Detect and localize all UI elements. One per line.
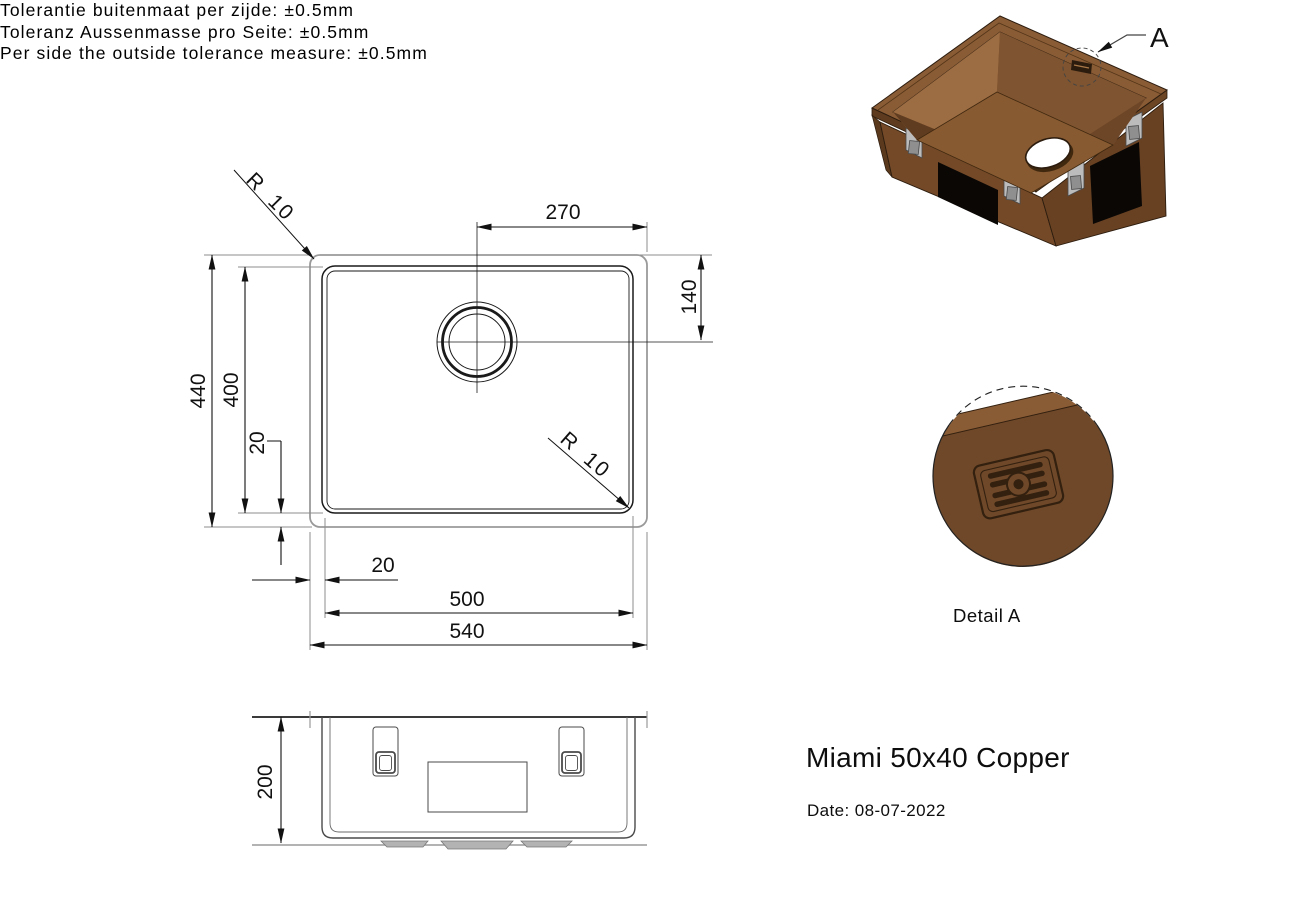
dimension-20-bottom-value: 20 — [371, 554, 394, 577]
detail-view-label: Detail A — [953, 605, 1021, 626]
iso-view: A — [871, 15, 1169, 247]
tolerance-line-en: Per side the outside tolerance measure: … — [0, 43, 428, 64]
detail-reference-circle — [1062, 47, 1102, 87]
iso-cutout-right — [1090, 142, 1142, 224]
plan-bowl-inner-outline — [326, 270, 630, 510]
detail-overflow-plate — [972, 448, 1065, 520]
dimension-400: 400 — [220, 266, 249, 514]
dimension-540-value: 540 — [449, 620, 484, 643]
side-bottom-feet — [380, 840, 573, 850]
drawing-title: Miami 50x40 Copper — [806, 742, 1070, 773]
detail-view — [932, 385, 1114, 567]
dimension-540: 540 — [309, 620, 648, 649]
detail-leader-line — [1097, 34, 1146, 53]
dimension-20-side-value: 20 — [246, 431, 269, 454]
dimension-140: 140 — [678, 254, 705, 341]
detail-overflow-hole — [1013, 479, 1024, 490]
dimension-200: 200 — [254, 716, 285, 844]
plan-view: 270 140 440 400 20 20 — [187, 168, 713, 650]
dimension-140-value: 140 — [678, 279, 701, 314]
side-view: 200 — [252, 711, 648, 850]
side-body-inner-outline — [329, 717, 628, 833]
detail-clipped-content — [933, 387, 1113, 567]
detail-boundary-dashed — [948, 385, 1098, 426]
dimension-500: 500 — [324, 588, 634, 617]
side-body-outline — [321, 717, 636, 839]
radius-top-left-value: R 10 — [241, 168, 299, 226]
tolerance-line-nl: Tolerantie buitenmaat per zijde: ±0.5mm — [0, 0, 355, 20]
dimension-500-value: 500 — [449, 588, 484, 611]
side-waste-box — [427, 761, 528, 813]
dimension-20-bottom: 20 — [252, 554, 398, 584]
iso-cutout-left — [938, 162, 998, 225]
radius-callout-top-left: R 10 — [233, 168, 315, 260]
dimension-440: 440 — [187, 254, 216, 528]
dimension-200-value: 200 — [254, 764, 277, 799]
iso-drain-hole — [1024, 137, 1072, 169]
drawing-date: Date: 08-07-2022 — [807, 801, 946, 820]
plan-bowl-outline — [321, 265, 634, 514]
iso-bowl-floor — [916, 91, 1114, 194]
tolerance-line-de: Toleranz Aussenmasse pro Seite: ±0.5mm — [0, 21, 370, 42]
radius-callout-bottom-right: R 10 — [547, 427, 630, 509]
iso-bowl-wall-back-left — [893, 32, 1000, 140]
dimension-400-value: 400 — [220, 372, 243, 407]
detail-boundary-solid — [932, 424, 1114, 567]
dimension-270-value: 270 — [545, 201, 580, 224]
detail-callout-label: A — [1150, 22, 1169, 53]
tolerance-notes: Tolerantie buitenmaat per zijde: ±0.5mm … — [0, 0, 1291, 65]
iso-bowl-wall-back-right — [997, 32, 1146, 145]
dimension-20-side: 20 — [246, 431, 285, 565]
plan-outer-flange — [309, 254, 648, 528]
radius-bottom-right-value: R 10 — [556, 427, 615, 483]
iso-rim-edge-highlight — [877, 22, 1162, 111]
dimension-270: 270 — [476, 201, 648, 231]
iso-overflow-slot-detail — [1073, 64, 1090, 69]
dimension-440-value: 440 — [187, 373, 210, 408]
extension-lines — [204, 222, 712, 650]
side-clip-left — [372, 726, 399, 777]
side-clip-right — [558, 726, 585, 777]
